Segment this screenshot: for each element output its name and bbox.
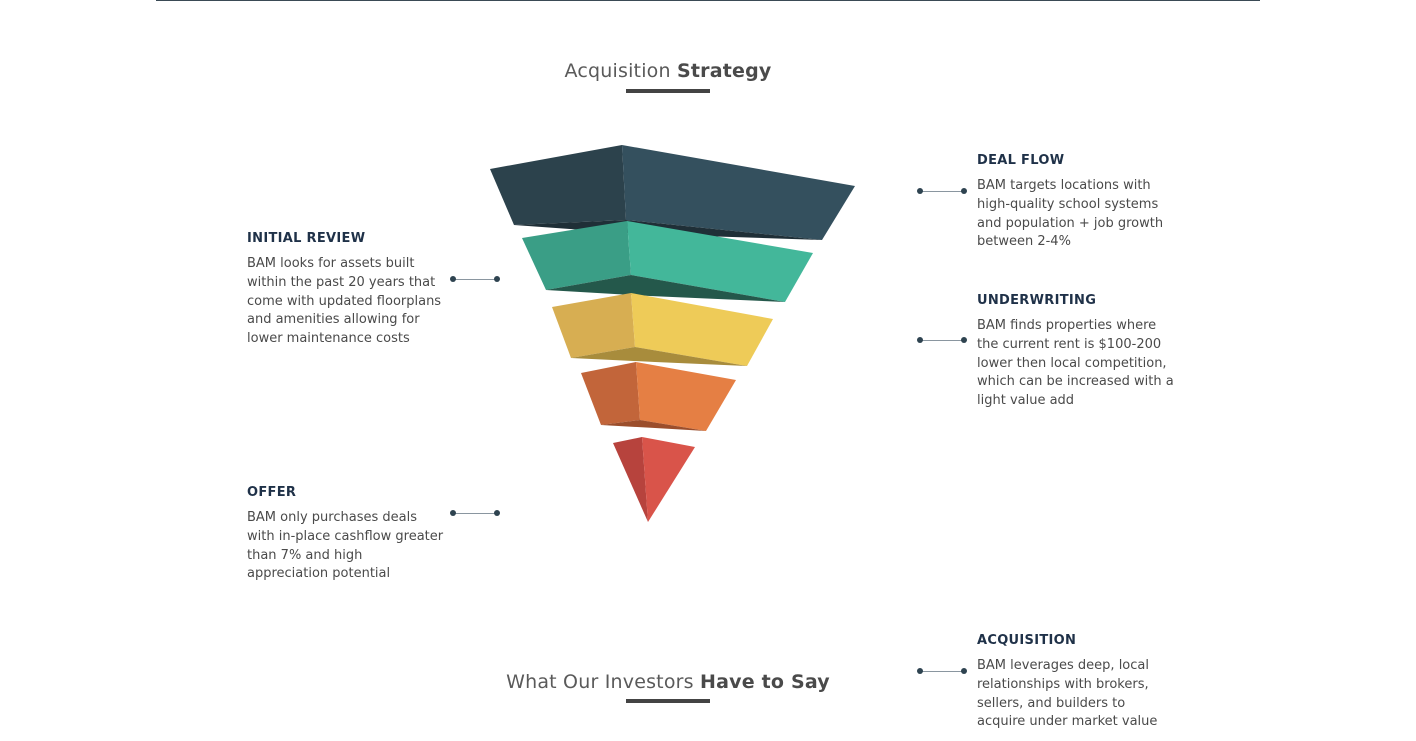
stage-description: BAM looks for assets built within the pa… bbox=[247, 256, 442, 347]
connector-offer bbox=[450, 510, 500, 516]
funnel-layer-underwriting bbox=[552, 293, 773, 366]
stage-deal-flow: DEAL FLOW BAM targets locations with hig… bbox=[977, 153, 1177, 252]
stage-description: BAM finds properties where the current r… bbox=[977, 318, 1174, 409]
investors-heading: What Our Investors Have to Say bbox=[506, 671, 830, 693]
investors-heading-underline bbox=[626, 699, 710, 703]
stage-title: OFFER bbox=[247, 485, 297, 500]
stage-title: UNDERWRITING bbox=[977, 293, 1097, 308]
stage-underwriting: UNDERWRITING BAM finds properties where … bbox=[977, 293, 1177, 411]
stage-description: BAM only purchases deals with in-place c… bbox=[247, 510, 444, 582]
stage-title: DEAL FLOW bbox=[977, 153, 1065, 168]
connector-underwriting bbox=[917, 337, 967, 343]
stage-description: BAM targets locations with high-quality … bbox=[977, 178, 1164, 250]
stage-description: BAM leverages deep, local relationships … bbox=[977, 658, 1158, 730]
stage-acquisition: ACQUISITION BAM leverages deep, local re… bbox=[977, 633, 1177, 732]
heading-underline bbox=[626, 89, 710, 93]
funnel-layer-offer bbox=[581, 362, 736, 431]
stage-offer: OFFER BAM only purchases deals with in-p… bbox=[247, 485, 447, 584]
connector-deal-flow bbox=[917, 188, 967, 194]
connector-acquisition bbox=[917, 668, 967, 674]
top-divider bbox=[156, 0, 1260, 1]
funnel-layer-initial-review bbox=[522, 221, 813, 302]
connector-initial-review bbox=[450, 276, 500, 282]
acquisition-strategy-heading: Acquisition Strategy bbox=[564, 60, 772, 82]
funnel-layer-acquisition bbox=[613, 437, 695, 522]
funnel-layer-deal-flow bbox=[490, 145, 855, 240]
stage-initial-review: INITIAL REVIEW BAM looks for assets buil… bbox=[247, 231, 447, 349]
stage-title: INITIAL REVIEW bbox=[247, 231, 366, 246]
stage-title: ACQUISITION bbox=[977, 633, 1077, 648]
